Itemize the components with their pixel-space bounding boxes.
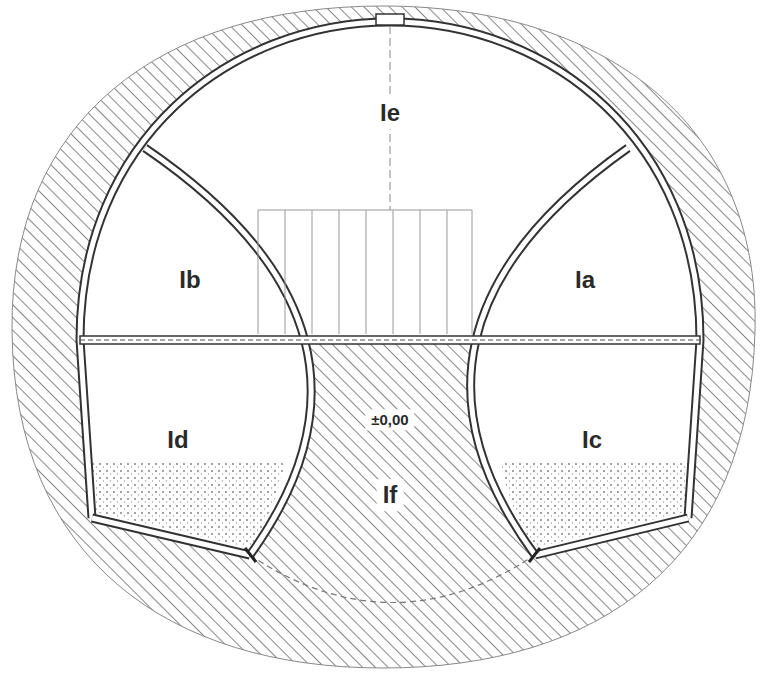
section-label: ±0,00 bbox=[365, 409, 414, 430]
section-label: Ie bbox=[374, 97, 406, 129]
section-label: If bbox=[377, 479, 404, 511]
section-label: Ib bbox=[173, 264, 206, 296]
section-label: Ic bbox=[576, 424, 608, 456]
section-label: Ia bbox=[569, 264, 601, 296]
section-label: Id bbox=[161, 424, 194, 456]
